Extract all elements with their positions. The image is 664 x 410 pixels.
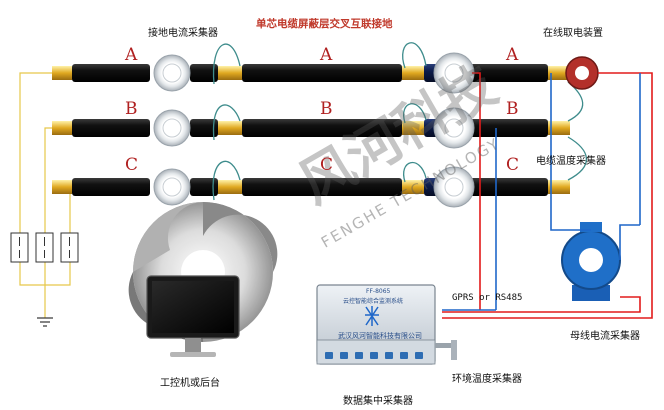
signal-wires [442,72,653,319]
ground-symbol-icon [37,317,53,327]
label-env-temp: 环境温度采集器 [452,374,522,385]
monitor-icon [146,275,240,357]
ground-current-collectors [153,54,191,206]
cable-row-a [52,64,570,82]
phase-b-left: B [125,99,138,119]
phase-a-mid: A [320,45,333,65]
label-pc: 工控机或后台 [160,378,220,389]
label-ground-collector: 接地电流采集器 [148,28,218,39]
label-cable-temp: 电缆温度采集器 [536,156,606,167]
device-title: 云控智能综合监测系统 [343,298,404,305]
phase-a-right: A [506,45,519,65]
data-collector-box [316,284,451,365]
cable-temperature-collectors [433,52,475,208]
ground-wires [19,72,71,318]
label-data-center: 数据集中采集器 [343,396,413,407]
label-gprs: GPRS or RS485 [452,293,523,303]
online-power-ct-icon [565,56,599,90]
phase-c-right: C [506,155,520,175]
phase-b-mid: B [320,99,333,119]
phase-b-right: B [506,99,519,119]
phase-c-left: C [125,155,139,175]
phase-a-left: A [125,45,138,65]
busbar-ct-icon [561,222,621,301]
device-company: 武汉风河智能科技有限公司 [338,332,422,340]
phase-c-mid: C [320,155,334,175]
label-busbar-current: 母线电流采集器 [570,331,640,342]
label-online-power: 在线取电装置 [543,28,603,39]
diagram-title: 单芯电缆屏蔽层交叉互联接地 [256,18,393,30]
device-model: FF-8065 [366,288,391,295]
grounding-boxes [10,232,79,263]
env-temp-sensor-icon [451,340,457,360]
cross-bonding-wires [212,42,588,201]
